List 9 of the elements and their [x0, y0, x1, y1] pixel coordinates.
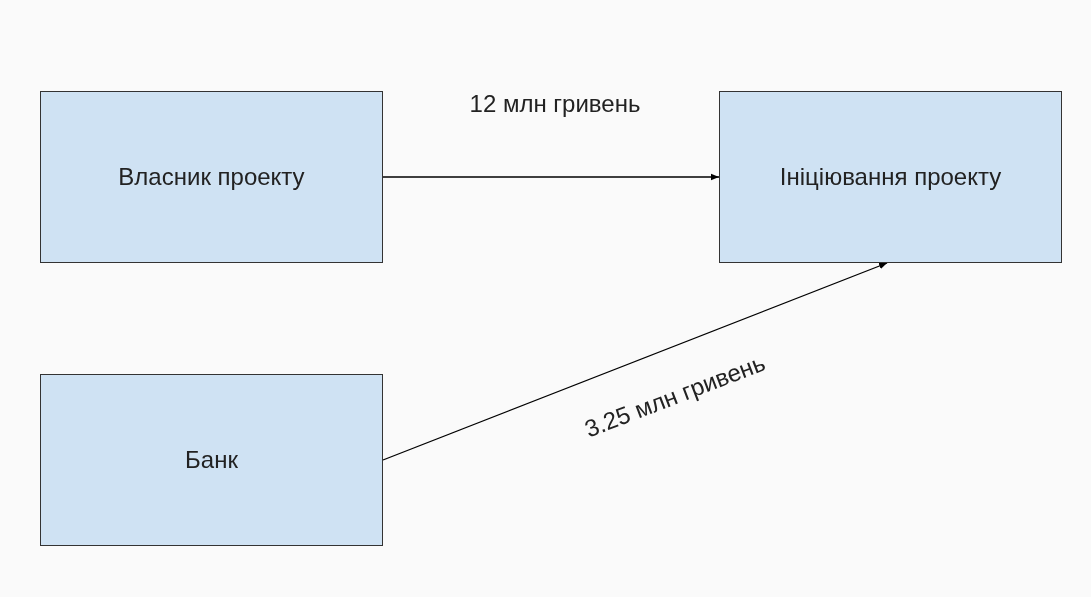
edge-label: 12 млн гривень — [468, 89, 642, 119]
arrow — [382, 262, 888, 461]
box-label: Ініціювання проекту — [779, 161, 1002, 192]
box-label: Власник проекту — [118, 161, 305, 192]
process-box — [719, 91, 1062, 263]
process-box — [40, 374, 383, 546]
arrow — [382, 173, 720, 181]
box-label: Банк — [185, 444, 238, 475]
process-box — [40, 91, 383, 263]
